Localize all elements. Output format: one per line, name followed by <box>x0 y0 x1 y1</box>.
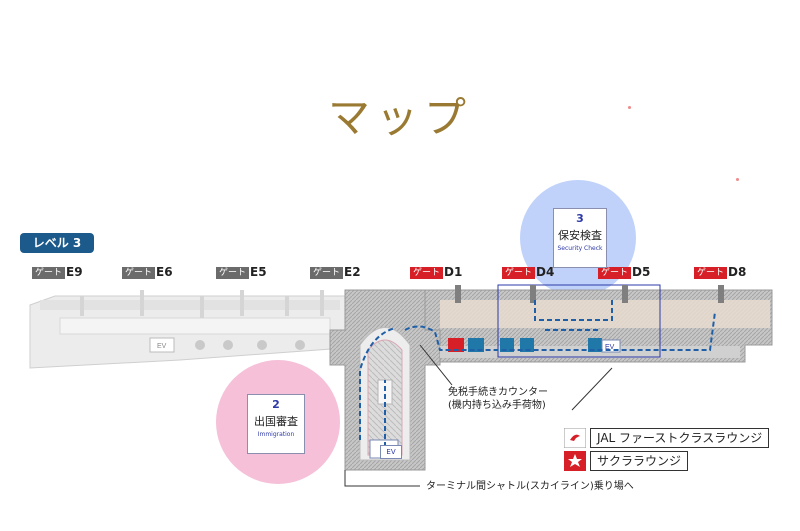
security-number: 3 <box>576 212 584 225</box>
gate-tag: ゲート <box>310 267 344 279</box>
svg-text:EV: EV <box>605 344 615 351</box>
level-badge: レベル 3 <box>20 233 94 253</box>
security-check-box[interactable]: 3 保安検査 Security Check <box>553 208 607 268</box>
legend-jal-first: JAL ファーストクラスラウンジ <box>590 428 770 448</box>
decorative-dot <box>736 178 739 181</box>
page-title: マップ <box>327 93 472 142</box>
gate-code: D8 <box>728 265 747 279</box>
immigration-label-en: Immigration <box>257 431 295 438</box>
west-pier: EV <box>29 290 346 369</box>
tax-free-label: 免税手続きカウンター <box>448 387 548 398</box>
legend-sakura: サクララウンジ <box>590 451 689 471</box>
sakura-lounge-icon <box>564 451 586 471</box>
gate-tag: ゲート <box>694 267 728 279</box>
shuttle-callout: ターミナル間シャトル(スカイライン)乗り場へ <box>426 481 634 492</box>
immigration-number: 2 <box>272 398 280 411</box>
gate-tag: ゲート <box>32 267 66 279</box>
elevator-icon: EV <box>380 445 402 459</box>
security-label: 保安検査 <box>558 229 602 242</box>
tax-free-sub: (機内持ち込み手荷物) <box>448 400 546 411</box>
elevator-label: EV <box>386 448 396 456</box>
gate-tag: ゲート <box>502 267 536 279</box>
gate-tag: ゲート <box>122 267 156 279</box>
tax-free-callout: 免税手続きカウンター (機内持ち込み手荷物) <box>448 386 548 412</box>
passenger-route <box>359 300 716 455</box>
gate-code: D4 <box>536 265 555 279</box>
gate-tag: ゲート <box>410 267 444 279</box>
gate-tag: ゲート <box>598 267 632 279</box>
gate-code: E6 <box>156 265 173 279</box>
gate-code: E5 <box>250 265 267 279</box>
gate-code: E2 <box>344 265 361 279</box>
jal-first-lounge-icon <box>564 428 586 448</box>
gate-code: D1 <box>444 265 463 279</box>
gate-code: D5 <box>632 265 651 279</box>
immigration-box[interactable]: 2 出国審査 Immigration <box>247 394 305 454</box>
security-label-en: Security Check <box>557 245 603 252</box>
svg-text:EV: EV <box>157 343 167 350</box>
immigration-label: 出国審査 <box>254 415 298 428</box>
decorative-dot <box>628 106 631 109</box>
gate-code: E9 <box>66 265 83 279</box>
gate-tag: ゲート <box>216 267 250 279</box>
